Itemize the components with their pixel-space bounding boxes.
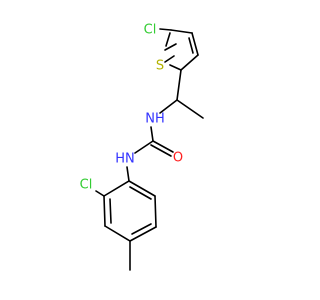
atom-labels: Cl S NH O HN Cl <box>80 23 183 193</box>
bond <box>180 54 199 71</box>
bond <box>152 140 174 153</box>
bond <box>150 126 154 142</box>
amine-lower-label: HN <box>115 152 135 167</box>
bond <box>128 180 156 197</box>
bond <box>129 226 157 242</box>
bond <box>129 186 152 200</box>
oxygen-label: O <box>173 151 183 166</box>
bond <box>159 28 172 31</box>
bond <box>164 55 175 63</box>
bond <box>126 166 130 182</box>
molecule-diagram: Cl S NH O HN Cl <box>80 23 204 271</box>
sulfur-label: S <box>156 59 164 74</box>
bond <box>134 140 154 154</box>
bond <box>176 69 182 101</box>
bond <box>176 99 204 119</box>
bond <box>164 43 177 51</box>
bond <box>165 32 171 47</box>
bond <box>95 190 105 197</box>
chlorine-label: Cl <box>144 23 157 38</box>
amine-upper-label: NH <box>145 112 165 127</box>
bond <box>103 180 130 197</box>
bond <box>104 225 131 242</box>
bond <box>188 37 194 54</box>
bond <box>191 32 199 56</box>
bond <box>109 198 112 224</box>
bond <box>103 195 106 227</box>
bond <box>131 223 152 235</box>
bonds <box>95 28 204 271</box>
bond <box>159 99 178 114</box>
bond <box>169 64 182 71</box>
bond <box>154 195 157 228</box>
bond <box>150 144 172 157</box>
bond <box>170 29 193 34</box>
chlorine-label: Cl <box>80 178 93 193</box>
